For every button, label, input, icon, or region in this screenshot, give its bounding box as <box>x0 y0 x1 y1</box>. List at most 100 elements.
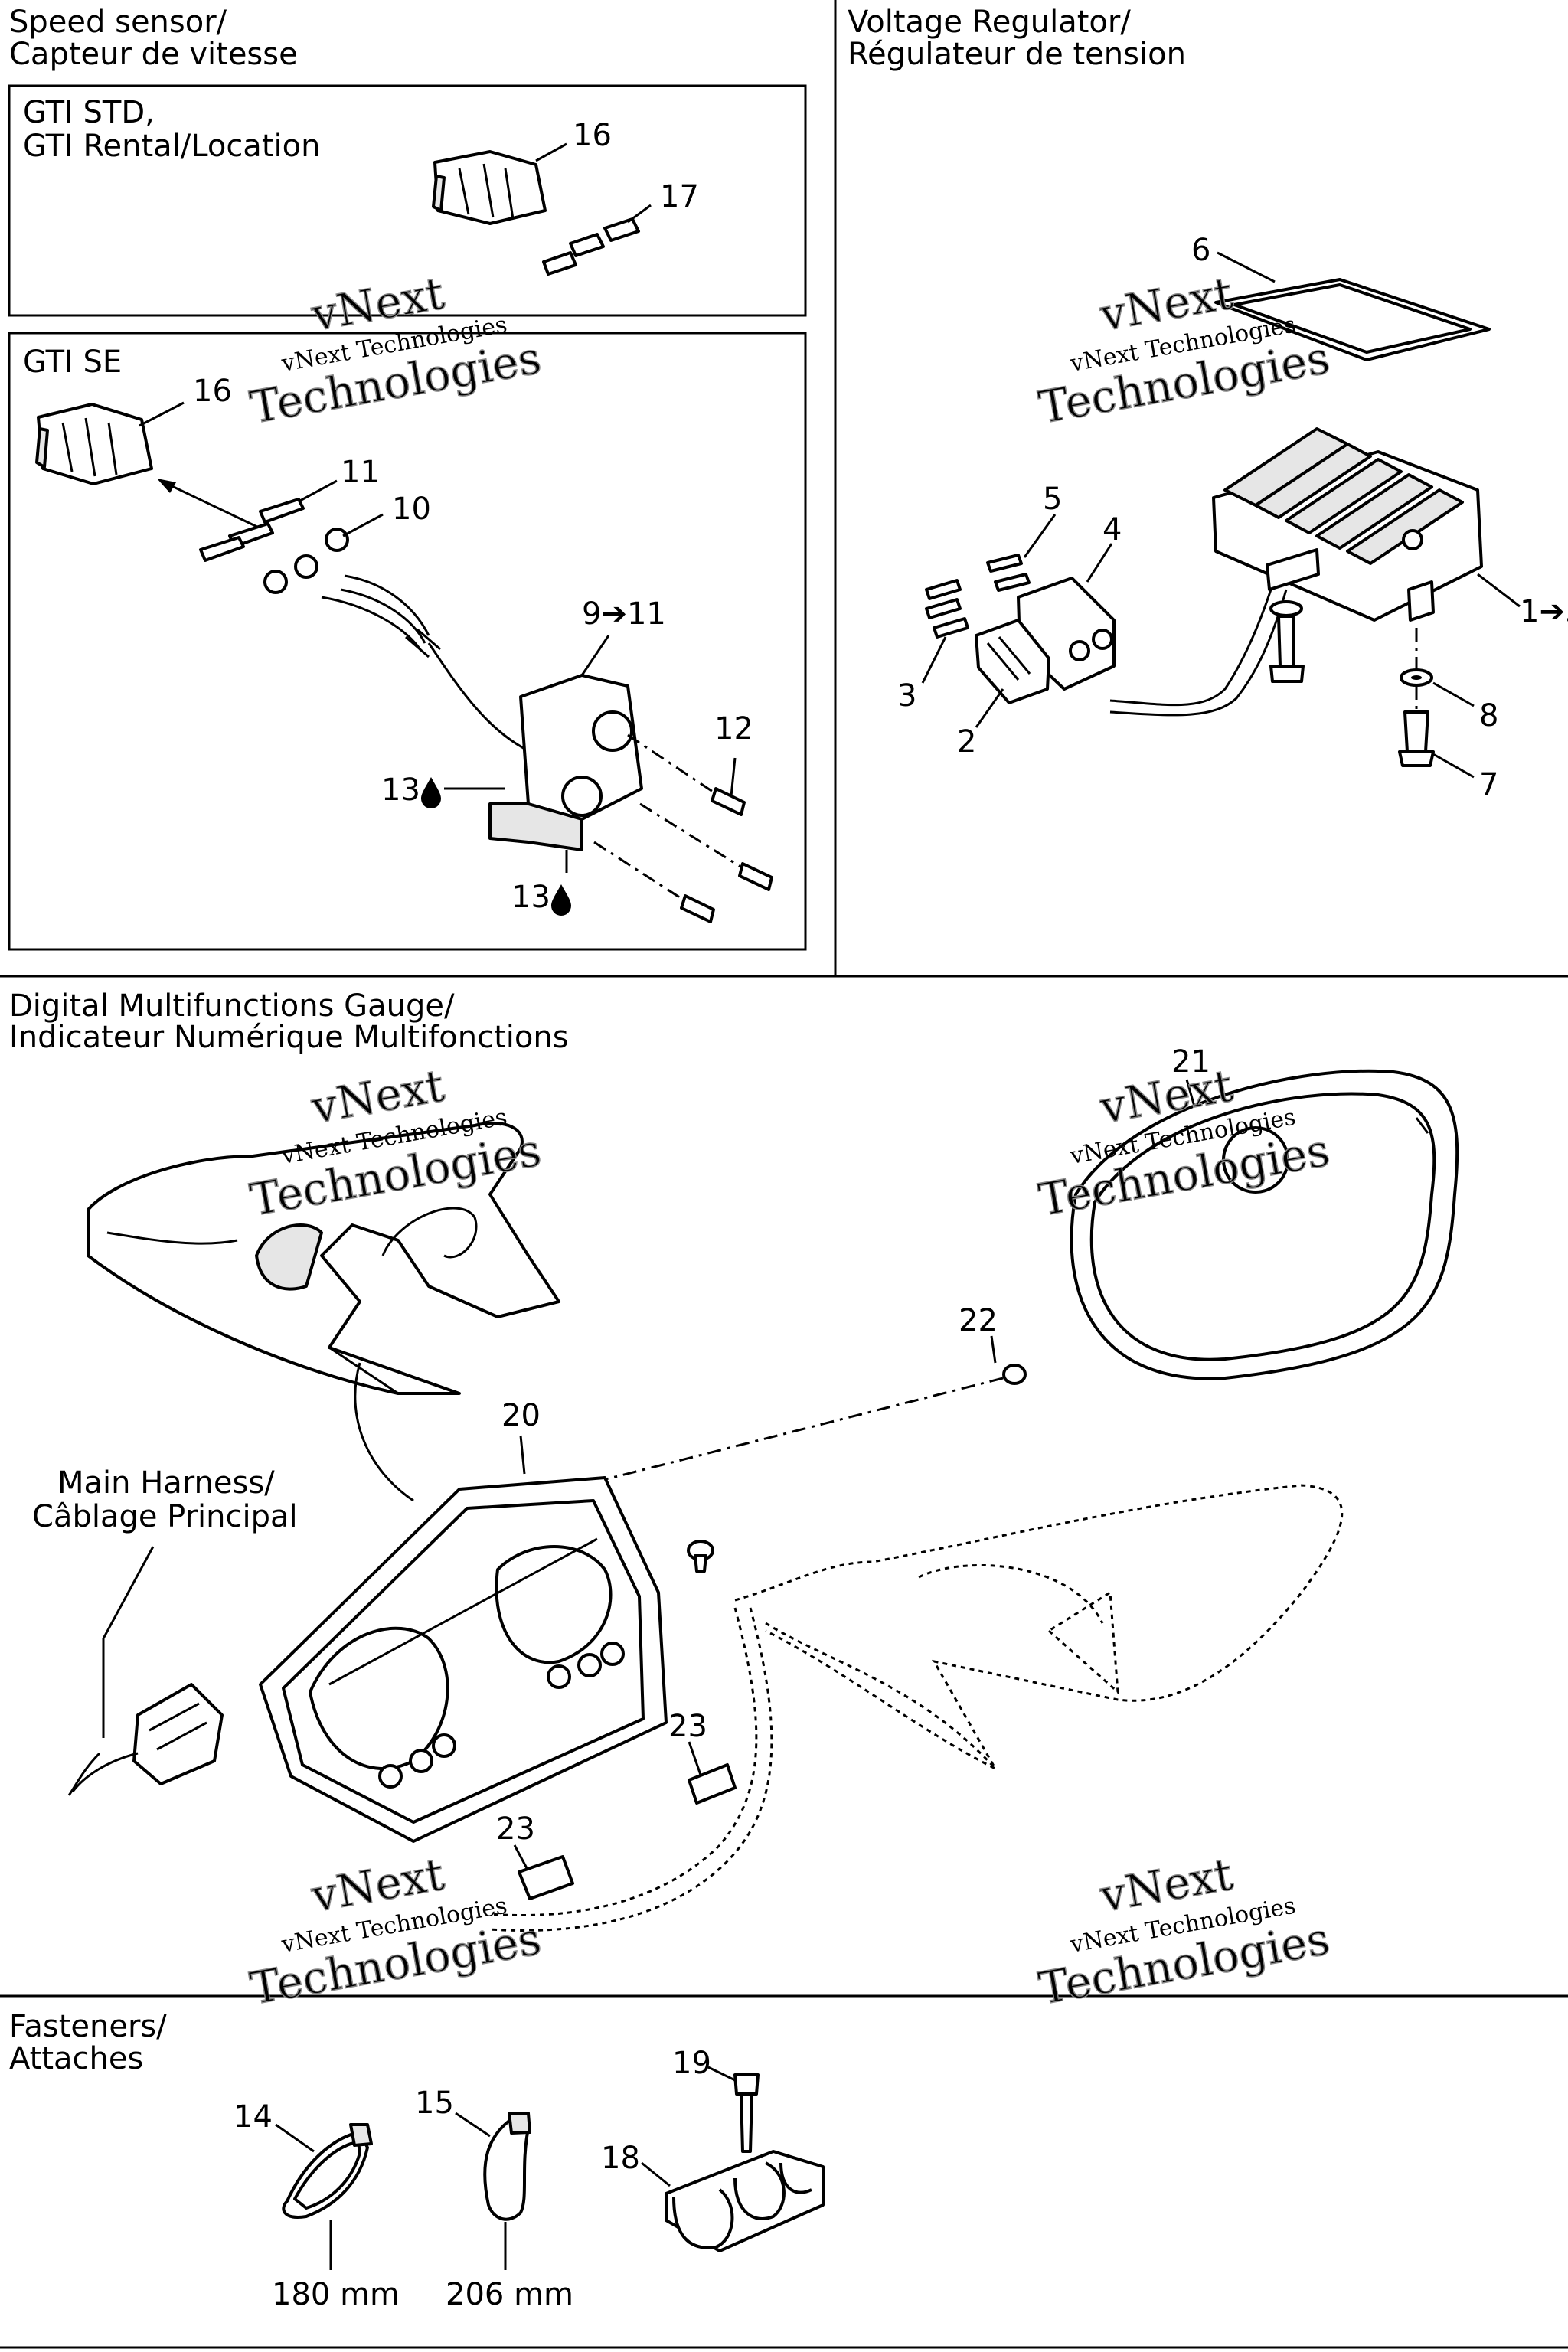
watermark-5: vNext Technologies vNext Technologies <box>246 1847 545 2015</box>
leader-16-se <box>139 401 185 427</box>
voltage-regulator-title-1: Voltage Regulator/ <box>848 5 1131 40</box>
dim-180: 180 mm <box>272 2277 400 2312</box>
fasteners-title-1: Fasteners/ <box>9 2009 167 2044</box>
voltage-regulator-title-2: Régulateur de tension <box>848 37 1186 72</box>
gti-std-label-1: GTI STD, <box>23 95 155 130</box>
droplet-icon-13a <box>421 777 441 808</box>
watermark-3: vNext Technologies vNext Technologies <box>246 1059 545 1227</box>
clamp-18 <box>665 2150 825 2252</box>
sensor-cable <box>427 642 537 756</box>
hull-console <box>734 1484 1344 1772</box>
leader-1 <box>1477 573 1521 608</box>
leader-2 <box>975 688 1004 728</box>
callout-16-se: 16 <box>193 374 232 409</box>
leader-5 <box>1023 514 1057 558</box>
speed-sensor-title-2: Capteur de vitesse <box>9 37 298 72</box>
leader-10 <box>342 513 384 537</box>
screw-line-22 <box>581 1377 1004 1487</box>
cap-23b <box>518 1855 574 1900</box>
screw-line-3 <box>593 841 690 905</box>
callout-4: 4 <box>1102 512 1122 547</box>
callout-6: 6 <box>1191 233 1210 268</box>
leader-20 <box>519 1435 526 1475</box>
gti-std-box <box>8 84 807 317</box>
callout-20: 20 <box>501 1398 541 1433</box>
watermark-6: vNext Technologies vNext Technologies <box>1034 1847 1334 2015</box>
leader-23a <box>688 1741 702 1775</box>
leader-15 <box>455 2112 491 2138</box>
callout-14: 14 <box>234 2099 273 2135</box>
regulator-1 <box>1212 427 1483 622</box>
gti-std-label-2: GTI Rental/Location <box>23 129 320 164</box>
hose-path <box>489 1607 758 1917</box>
callout-3: 3 <box>897 678 916 714</box>
leader-19 <box>707 2066 737 2082</box>
callout-13a: 13 <box>381 773 420 808</box>
leader-4 <box>1086 543 1113 583</box>
harness-label-1: Main Harness/ <box>57 1465 275 1501</box>
leader-17 <box>627 204 652 224</box>
screw-22 <box>1002 1364 1027 1385</box>
callout-23b: 23 <box>496 1811 535 1847</box>
leader-3 <box>921 636 947 684</box>
screw-gauge <box>687 1540 714 1573</box>
watermark-2: vNext Technologies vNext Technologies <box>1034 266 1334 434</box>
leader-23b <box>513 1844 528 1869</box>
arrow-to-connector <box>160 479 261 530</box>
callout-22: 22 <box>959 1303 998 1338</box>
callout-19: 19 <box>672 2046 711 2081</box>
gasket-6 <box>1214 278 1491 361</box>
callout-8: 8 <box>1479 698 1498 733</box>
speed-sensor-title-1: Speed sensor/ <box>9 5 227 40</box>
gti-se-label: GTI SE <box>23 345 122 380</box>
callout-13b: 13 <box>511 880 550 915</box>
connector-16-se <box>35 403 153 485</box>
dim-206: 206 mm <box>446 2277 573 2312</box>
leader-7 <box>1432 753 1475 779</box>
screw-line-12 <box>627 733 720 798</box>
callout-9-11: 9➔11 <box>582 596 666 632</box>
leader-22 <box>990 1335 997 1364</box>
leader-14 <box>275 2123 315 2153</box>
cover-to-gauge <box>354 1362 414 1502</box>
callout-21: 21 <box>1171 1044 1210 1080</box>
tie-15 <box>483 2112 531 2221</box>
callout-7: 7 <box>1479 767 1498 802</box>
gti-se-box <box>8 332 807 951</box>
droplet-icon-13b <box>551 884 571 916</box>
leader-21 <box>1185 1079 1196 1107</box>
gauge-title-1: Digital Multifunctions Gauge/ <box>9 988 455 1024</box>
harness-connector <box>132 1683 224 1785</box>
top-cover <box>87 1121 560 1395</box>
callout-12: 12 <box>714 711 753 746</box>
tie-14 <box>282 2123 373 2219</box>
screw-line-2 <box>639 802 751 874</box>
gauge-20 <box>259 1476 668 1843</box>
callout-16-std: 16 <box>573 118 612 153</box>
terminals-17 <box>542 217 640 276</box>
seals-10 <box>263 528 349 594</box>
callout-18: 18 <box>601 2141 640 2176</box>
leader-6 <box>1217 251 1276 283</box>
leader-18 <box>641 2161 671 2187</box>
gauge-title-2: Indicateur Numérique Multifonctions <box>9 1020 569 1055</box>
callout-11: 11 <box>341 455 380 490</box>
callout-5: 5 <box>1043 482 1062 517</box>
leader-11 <box>298 479 338 503</box>
watermark-1: vNext Technologies vNext Technologies <box>246 266 545 434</box>
screws-12 <box>680 787 773 923</box>
speed-sensor-bracket <box>488 674 643 851</box>
callout-23a: 23 <box>668 1709 707 1744</box>
terminals-3 <box>925 579 969 639</box>
callout-2: 2 <box>957 724 976 760</box>
regulator-cable <box>1109 589 1272 707</box>
harness-leader <box>102 1546 155 1738</box>
cable-break <box>405 628 441 658</box>
sensor-wires <box>321 574 430 652</box>
gauge-bezel-21 <box>1070 1069 1459 1380</box>
connector-16-std <box>432 150 547 225</box>
callout-15: 15 <box>415 2086 454 2121</box>
harness-label-2: Câblage Principal <box>32 1499 298 1534</box>
terminals-11 <box>199 498 305 562</box>
